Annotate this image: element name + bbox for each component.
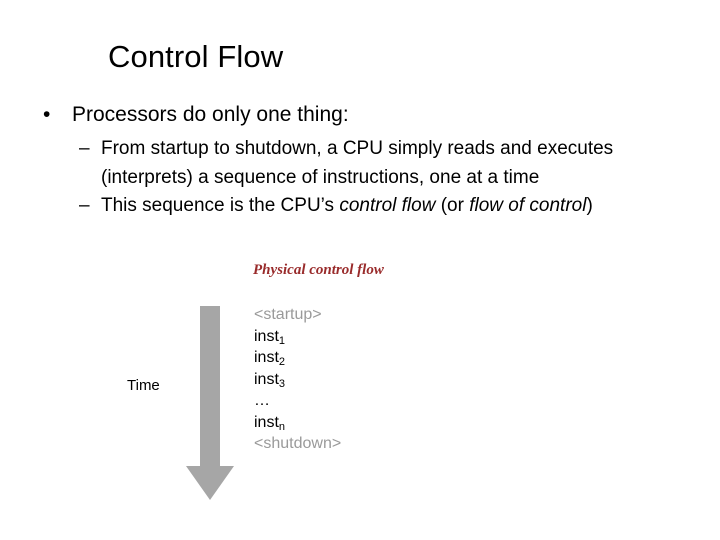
slide-body: • Processors do only one thing: – From s… (0, 100, 720, 221)
bullet-dash-icon: – (79, 138, 90, 159)
bullet-level2-item-2-prefix: This sequence is the CPU’s (101, 195, 340, 216)
page-title: Control Flow (108, 39, 284, 74)
instruction-index: 1 (278, 334, 286, 347)
list-item: … (254, 390, 341, 412)
bullet-dot-icon: • (43, 103, 51, 126)
instruction-ellipsis: … (254, 392, 271, 409)
instruction-label: inst (254, 349, 279, 366)
bullet-dash-icon: – (79, 195, 90, 216)
bullet-level2-item-1: – From startup to shutdown, a CPU simply… (0, 135, 720, 192)
list-item: inst1 (254, 326, 341, 348)
list-item: <shutdown> (254, 433, 341, 455)
instruction-sequence-list: <startup> inst1 inst2 inst3 … instn <shu… (254, 304, 341, 455)
bullet-level2-item-1-label: From startup to shutdown, a CPU simply r… (101, 138, 614, 188)
bullet-level1: • Processors do only one thing: (0, 100, 720, 129)
list-item: inst3 (254, 369, 341, 391)
list-item: <startup> (254, 304, 341, 326)
time-arrow-down-icon (186, 306, 234, 500)
instruction-index: 3 (278, 377, 286, 390)
instruction-label: <shutdown> (254, 435, 342, 452)
instruction-label: inst (254, 413, 279, 431)
bullet-level2-item-2-middle: (or (435, 195, 470, 216)
bullet-level2-item-2-suffix: ) (586, 195, 593, 216)
instruction-label: <startup> (254, 306, 322, 323)
instruction-label: inst (254, 370, 279, 388)
emphasis-control-flow: control flow (339, 195, 436, 216)
bullet-level1-label: Processors do only one thing: (72, 103, 349, 126)
instruction-index: 2 (278, 356, 286, 368)
list-item: inst2 (254, 347, 341, 369)
list-item: instn (254, 412, 341, 434)
time-axis-label: Time (127, 377, 160, 394)
instruction-index: n (278, 420, 286, 433)
instruction-label: inst (254, 327, 279, 345)
bullet-level2-item-2: –This sequence is the CPU’s control flow… (0, 192, 720, 221)
diagram-caption: Physical control flow (253, 262, 384, 278)
emphasis-flow-of-control: flow of control (469, 195, 587, 216)
